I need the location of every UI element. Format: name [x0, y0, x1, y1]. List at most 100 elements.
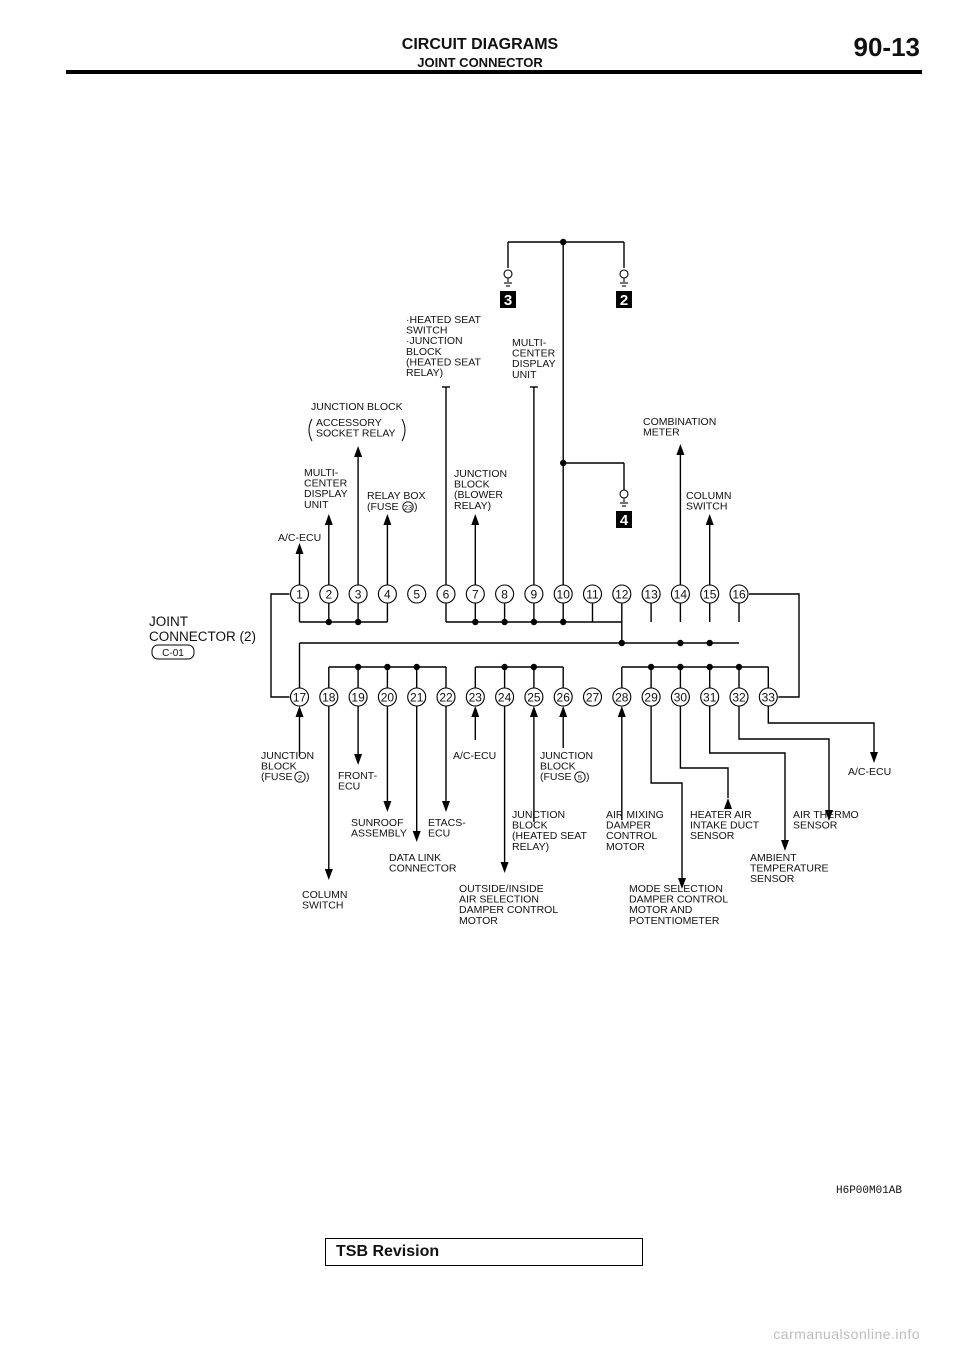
label-junction-block-blower: JUNCTION [454, 468, 507, 480]
label-mode-selection-damper: DAMPER CONTROL [629, 894, 728, 906]
wire-pin7-arrow [471, 514, 480, 525]
label-etacs-ecu: ETACS- [428, 817, 466, 829]
label-heated-seat-switch: ·JUNCTION [406, 335, 463, 347]
label-junction-block-blower: BLOCK [454, 479, 490, 491]
label-junction-block-heated-seat: RELAY) [512, 841, 549, 853]
pin-number: 23 [469, 691, 483, 705]
label-junction-block-fuse2: BLOCK [261, 761, 297, 773]
junction-dot [472, 618, 479, 626]
label-multi-center-display-left: DISPLAY [304, 488, 348, 500]
fuse-2-icon-ring [294, 771, 306, 783]
label-mode-selection-damper: MOTOR AND [629, 904, 693, 916]
pin-number: 33 [762, 691, 776, 705]
label-air-mixing-damper: DAMPER [606, 820, 651, 832]
junction-dot [354, 618, 362, 626]
label-column-switch-bottom: COLUMN [302, 889, 348, 901]
label-ambient-temperature-sensor: TEMPERATURE [750, 863, 829, 875]
wire-pin25-arrow [529, 706, 538, 717]
watermark: carmanualsonline.info [773, 1326, 920, 1342]
label-air-mixing-damper: CONTROL [606, 830, 657, 842]
ground-icon-4-node [619, 489, 629, 499]
ground-icon-2-badge [616, 291, 632, 308]
label-multi-center-display-left: UNIT [304, 499, 329, 511]
ground-icon-4-number: 4 [620, 512, 629, 529]
label-ambient-temperature-sensor: SENSOR [750, 873, 795, 885]
connector-body-right [749, 593, 800, 698]
fuse-2-icon-num: 2 [298, 773, 302, 782]
wire-pin33 [767, 706, 875, 752]
label-outside-inside-damper: MOTOR [459, 915, 498, 927]
label-etacs-ecu: ECU [428, 828, 450, 840]
label-multi-center-display-left: CENTER [304, 478, 348, 490]
junction-dot [677, 639, 684, 647]
wire-pin17-arrow [295, 706, 304, 717]
wire-pin21-arrow [412, 831, 421, 842]
ground-icon-3-badge [500, 291, 516, 308]
pin-circle [582, 687, 603, 707]
fuse-5-icon-num: 5 [578, 773, 582, 782]
label-heater-air-intake-sensor: INTAKE DUCT [690, 820, 760, 832]
paren-right [401, 418, 406, 442]
page-number: 90-13 [853, 32, 921, 62]
label-sunroof-assembly: SUNROOF [351, 817, 404, 829]
connector-code-box [151, 644, 195, 660]
pin-number: 12 [615, 588, 629, 602]
label-air-mixing-damper: MOTOR [606, 841, 645, 853]
wire-pin29-arrow [678, 878, 686, 889]
pin-number: 25 [527, 691, 541, 705]
wire-pin33-arrow [870, 752, 878, 763]
label-junction-block-blower: (BLOWER [454, 489, 503, 501]
label-mode-selection-damper: POTENTIOMETER [629, 915, 720, 927]
pin-number: 20 [381, 691, 395, 705]
pin-number: 22 [439, 691, 453, 705]
label-a-c-ecu-bottom: A/C-ECU [453, 750, 496, 762]
junction-dot [706, 663, 713, 671]
fuse-5-icon-ring [574, 771, 586, 783]
connector-body-left [270, 593, 290, 698]
wire-pin32-arrow [825, 810, 833, 821]
paren-left [308, 418, 313, 442]
label-air-thermo-sensor: AIR THERMO [793, 809, 859, 821]
wire-pin24-arrow [500, 862, 509, 873]
label-combination-meter: METER [643, 427, 680, 439]
label-junction-block-heated-seat: (HEATED SEAT [512, 830, 587, 842]
pin-number: 11 [586, 588, 599, 602]
junction-dot [647, 663, 655, 671]
pin-number: 31 [703, 691, 717, 705]
label-mode-selection-damper: MODE SELECTION [629, 883, 723, 895]
label-junction-block-heated-seat: BLOCK [512, 820, 548, 832]
wire-pin20-arrow [383, 801, 392, 812]
pin-number: 28 [615, 691, 629, 705]
junction-dot [530, 618, 538, 626]
label-a-c-ecu-top: A/C-ECU [278, 532, 321, 544]
wire-pin3-arrow [354, 446, 363, 457]
pin-number: 29 [644, 691, 658, 705]
pin-number: 10 [557, 588, 571, 602]
fuse-23-icon-ring [402, 501, 414, 513]
pin-number: 19 [351, 691, 365, 705]
label-multi-center-display-right: DISPLAY [512, 358, 556, 370]
label-relay-box: RELAY BOX [367, 490, 426, 502]
label-heater-air-intake-sensor: HEATER AIR [690, 809, 752, 821]
label-data-link-connector: DATA LINK [389, 852, 441, 864]
wire-pin18-arrow [324, 869, 333, 880]
label-junction-block-fuse5: (FUSE [540, 771, 572, 783]
figure-code: H6P00M01AB [836, 1185, 903, 1197]
wire-pin14-arrow [676, 444, 685, 455]
pin-number: 16 [732, 588, 746, 602]
junction-dot [354, 663, 362, 671]
pin-number: 3 [355, 588, 362, 602]
connector-name: CONNECTOR (2) [149, 629, 256, 644]
label-heated-seat-switch: BLOCK [406, 346, 442, 358]
label-multi-center-display-left: MULTI- [304, 467, 339, 479]
label-relay-box-fuse: (FUSE [367, 501, 399, 513]
header-rule [66, 70, 922, 74]
label-heater-air-intake-sensor: SENSOR [690, 830, 735, 842]
pin-number: 9 [531, 588, 538, 602]
label-junction-block-fuse5: ) [586, 771, 590, 783]
label-column-switch-bottom: SWITCH [302, 900, 343, 912]
junction-dot [501, 618, 508, 626]
label-outside-inside-damper: OUTSIDE/INSIDE [459, 883, 544, 895]
ground-icon-3-number: 3 [504, 292, 512, 309]
